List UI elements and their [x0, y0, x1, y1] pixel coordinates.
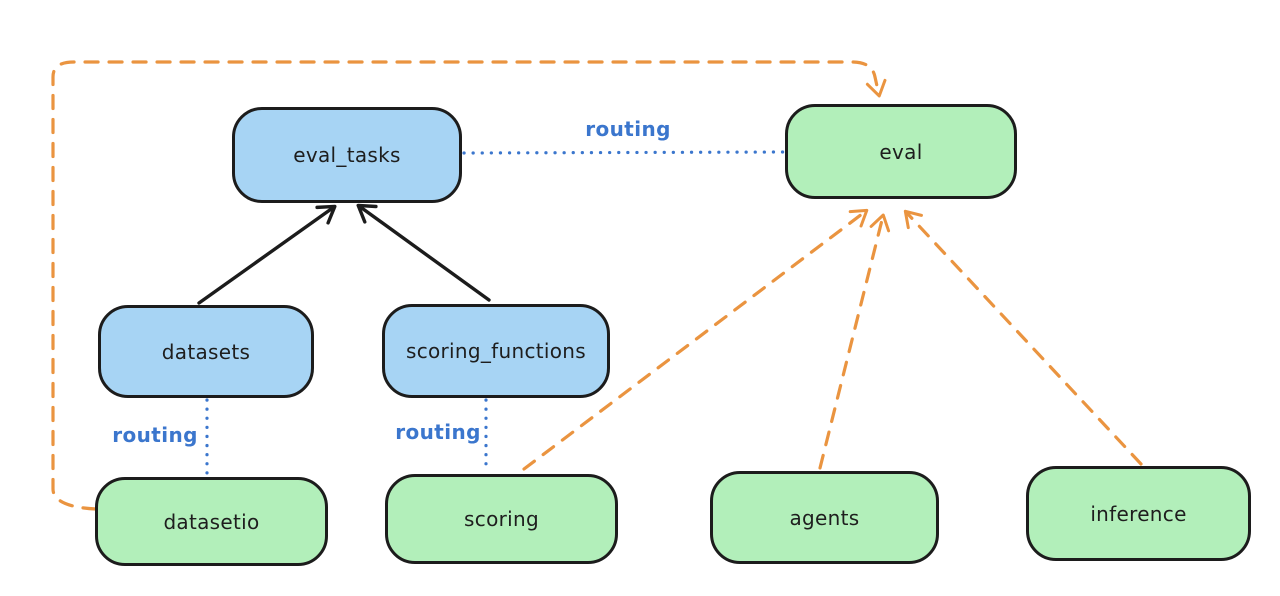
- node-eval-tasks-label: eval_tasks: [293, 143, 401, 167]
- edge-scoring-to-eval: [522, 208, 869, 471]
- edge-inference-to-eval: [903, 209, 1143, 466]
- edge-agents-to-eval: [818, 213, 891, 470]
- node-datasets-label: datasets: [161, 339, 251, 364]
- edge-label-routing-datasets-datasetio: routing: [112, 423, 198, 447]
- edge-label-routing-eval-tasks-eval: routing: [585, 117, 671, 141]
- node-datasetio: datasetio: [95, 477, 328, 566]
- node-datasets: datasets: [98, 305, 314, 398]
- edge-eval-tasks-to-eval-routing: [462, 150, 785, 155]
- node-scoring-functions: scoring_functions: [382, 304, 610, 398]
- node-inference-label: inference: [1090, 501, 1187, 526]
- node-eval-tasks: eval_tasks: [232, 107, 462, 203]
- edge-datasetio-to-eval: [51, 60, 887, 511]
- node-agents-label: agents: [789, 505, 860, 530]
- node-inference: inference: [1026, 466, 1251, 561]
- node-datasetio-label: datasetio: [163, 509, 260, 534]
- node-agents: agents: [710, 471, 939, 564]
- edge-datasets-to-eval-tasks: [197, 204, 337, 305]
- node-eval-label: eval: [879, 139, 923, 164]
- node-eval: eval: [785, 104, 1017, 199]
- edge-scoring-functions-to-eval-tasks: [356, 203, 491, 302]
- node-scoring: scoring: [385, 474, 618, 564]
- edge-label-routing-scoring-functions-scoring: routing: [395, 420, 481, 444]
- node-scoring-functions-label: scoring_functions: [405, 339, 587, 363]
- node-scoring-label: scoring: [464, 507, 539, 531]
